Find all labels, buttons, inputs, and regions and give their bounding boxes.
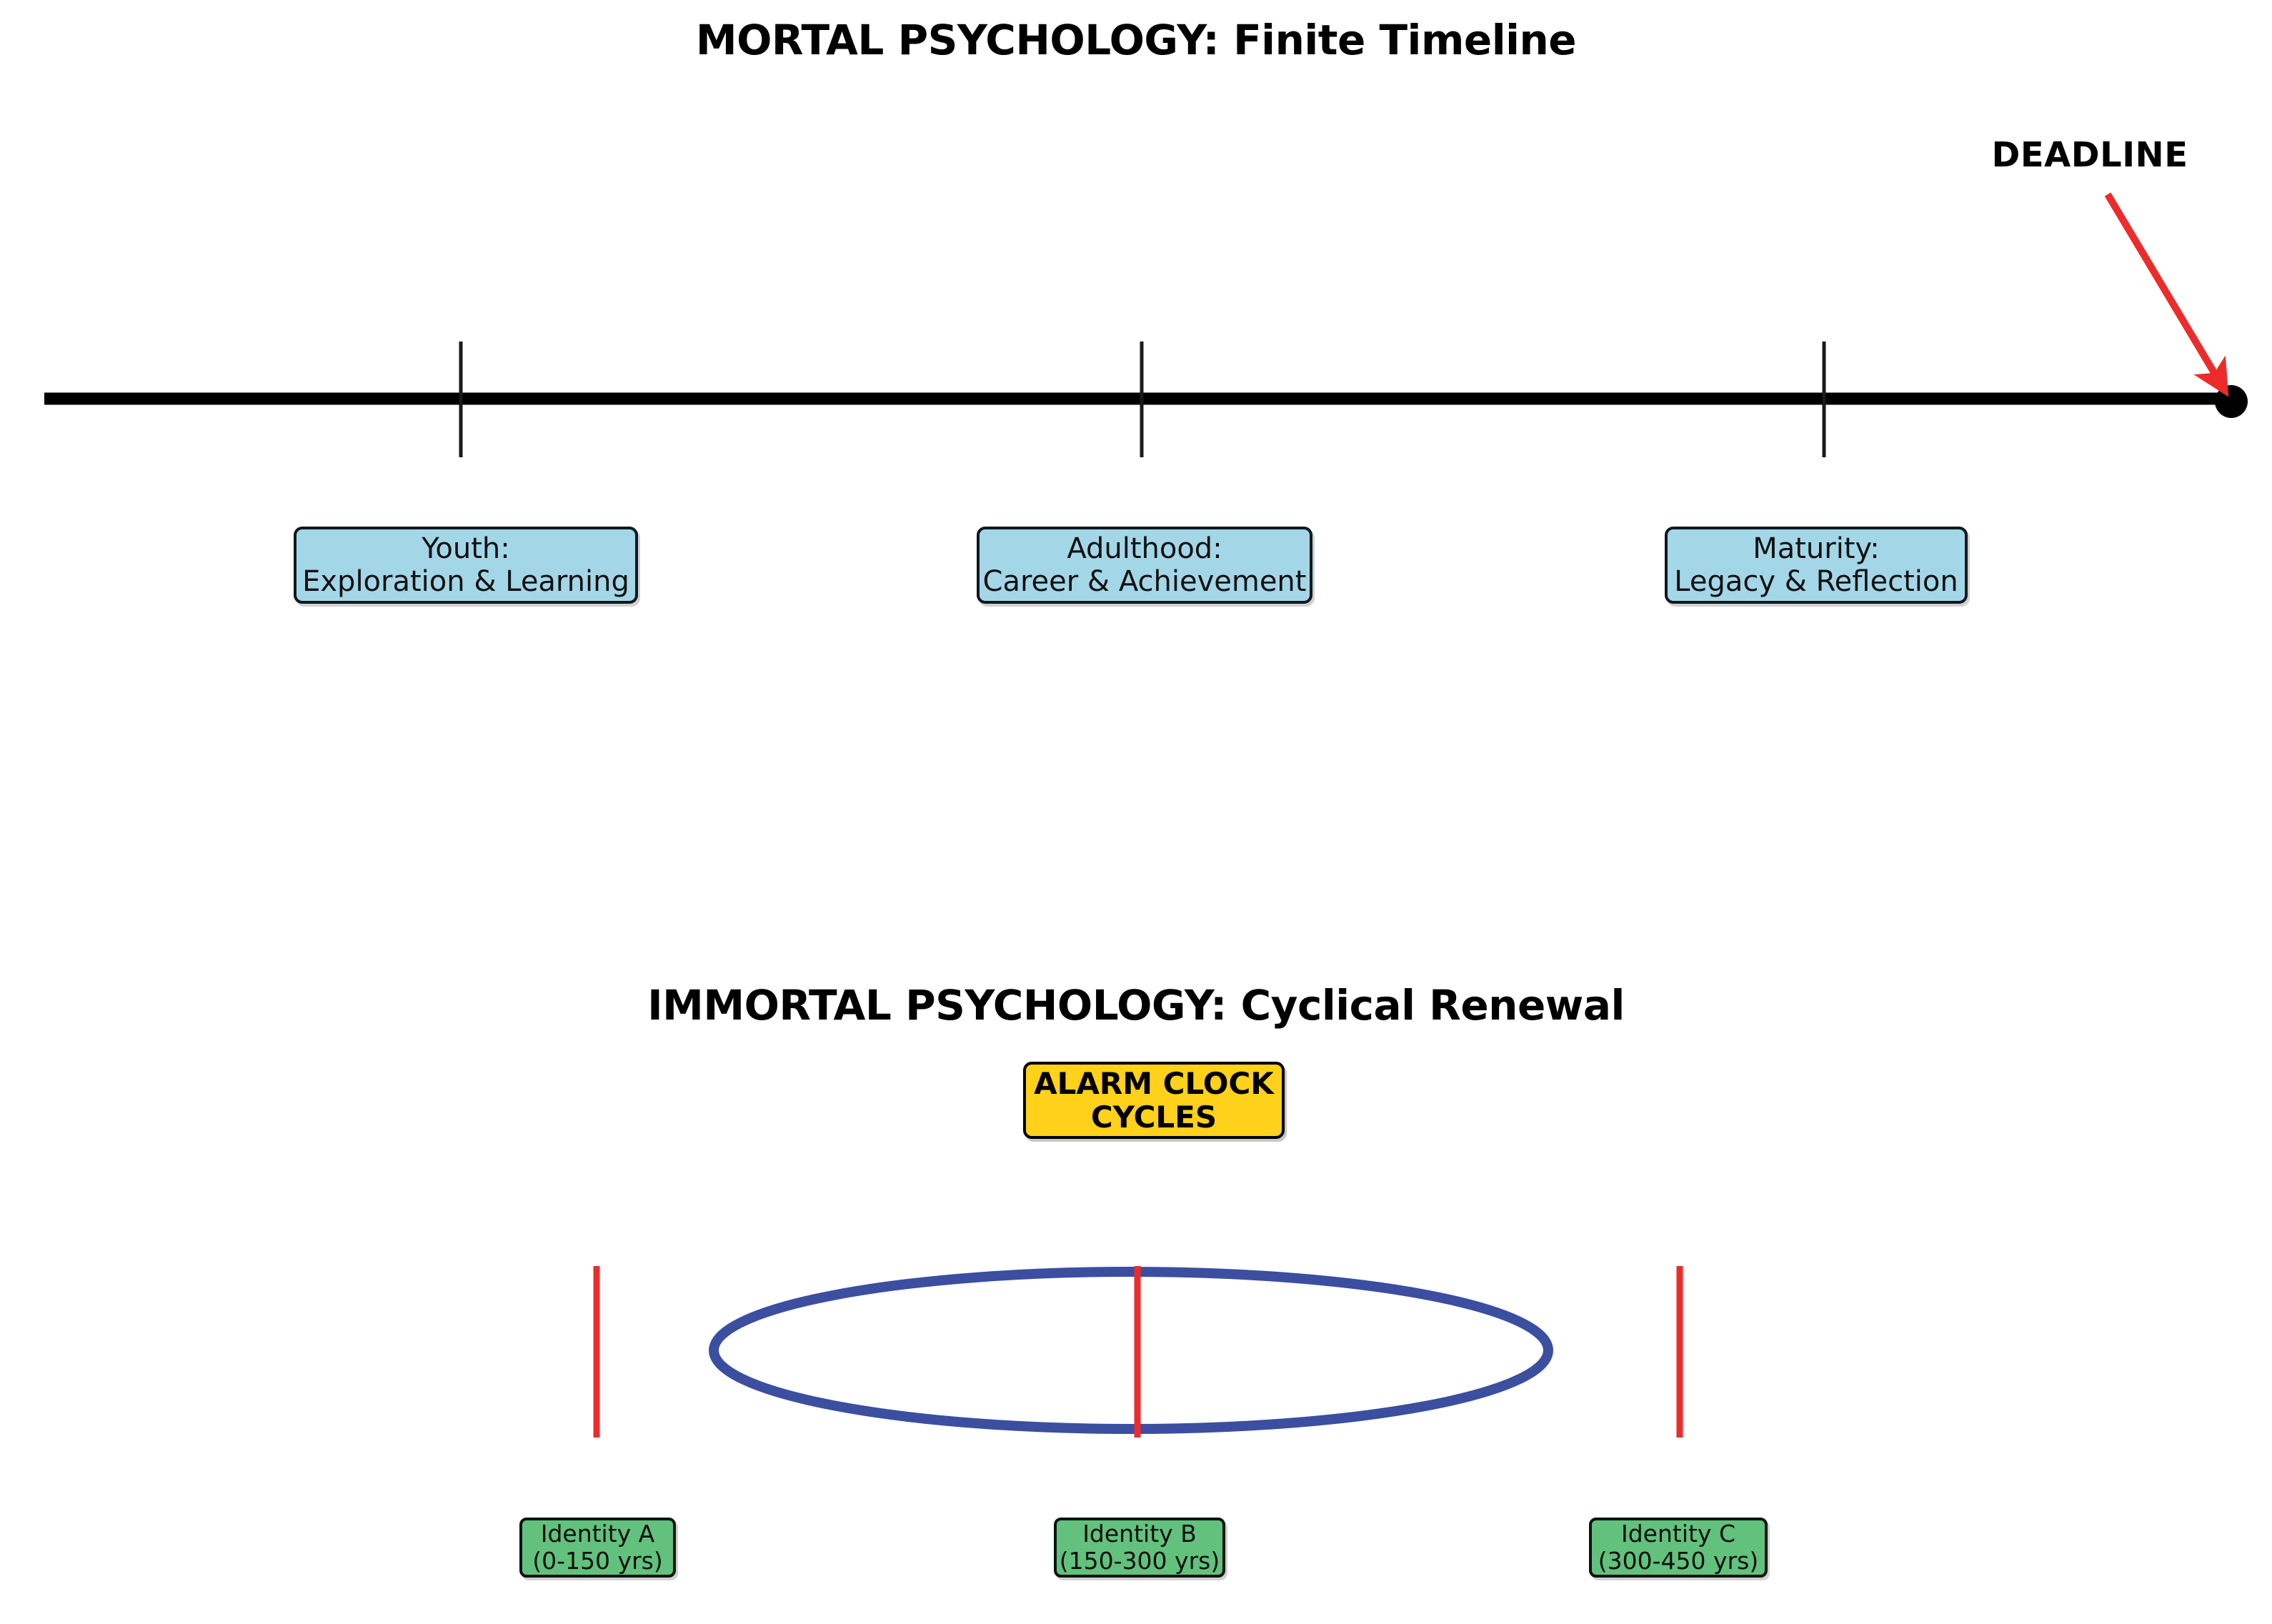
- stage-box-maturity-line2: Legacy & Reflection: [1674, 565, 1958, 598]
- stage-box-youth[interactable]: Youth: Exploration & Learning: [294, 527, 638, 604]
- deadline-label: DEADLINE: [1991, 135, 2188, 175]
- alarm-badge-line1: ALARM CLOCK: [1034, 1065, 1274, 1101]
- alarm-clock-cycles-badge[interactable]: ALARM CLOCK CYCLES: [1023, 1062, 1285, 1139]
- stage-box-adulthood-line2: Career & Achievement: [982, 565, 1307, 598]
- identity-box-b[interactable]: Identity B (150-300 yrs): [1054, 1518, 1225, 1578]
- identity-box-c-line1: Identity C: [1620, 1520, 1735, 1548]
- immortal-section-title: IMMORTAL PSYCHOLOGY: Cyclical Renewal: [647, 981, 1625, 1030]
- stage-box-adulthood[interactable]: Adulthood: Career & Achievement: [977, 527, 1312, 604]
- identity-box-b-line2: (150-300 yrs): [1059, 1547, 1220, 1575]
- identity-box-a-line1: Identity A: [540, 1520, 655, 1548]
- timeline-endpoint-dot: [2215, 385, 2248, 418]
- stage-box-maturity-line1: Maturity:: [1753, 532, 1880, 565]
- stage-box-youth-line2: Exploration & Learning: [302, 565, 629, 598]
- stage-box-adulthood-line1: Adulthood:: [1067, 532, 1222, 565]
- stage-box-maturity[interactable]: Maturity: Legacy & Reflection: [1665, 527, 1968, 604]
- mortal-section-title: MORTAL PSYCHOLOGY: Finite Timeline: [695, 16, 1577, 64]
- identity-box-c[interactable]: Identity C (300-450 yrs): [1589, 1518, 1768, 1578]
- identity-box-a-line2: (0-150 yrs): [532, 1547, 663, 1575]
- identity-box-a[interactable]: Identity A (0-150 yrs): [519, 1518, 676, 1578]
- deadline-arrow: [2104, 192, 2229, 397]
- stage-box-youth-line1: Youth:: [422, 532, 510, 565]
- identity-box-b-line1: Identity B: [1082, 1520, 1197, 1548]
- alarm-badge-line2: CYCLES: [1090, 1100, 1217, 1135]
- renewal-cycle-ellipse: [709, 1267, 1553, 1434]
- identity-box-c-line2: (300-450 yrs): [1598, 1547, 1759, 1575]
